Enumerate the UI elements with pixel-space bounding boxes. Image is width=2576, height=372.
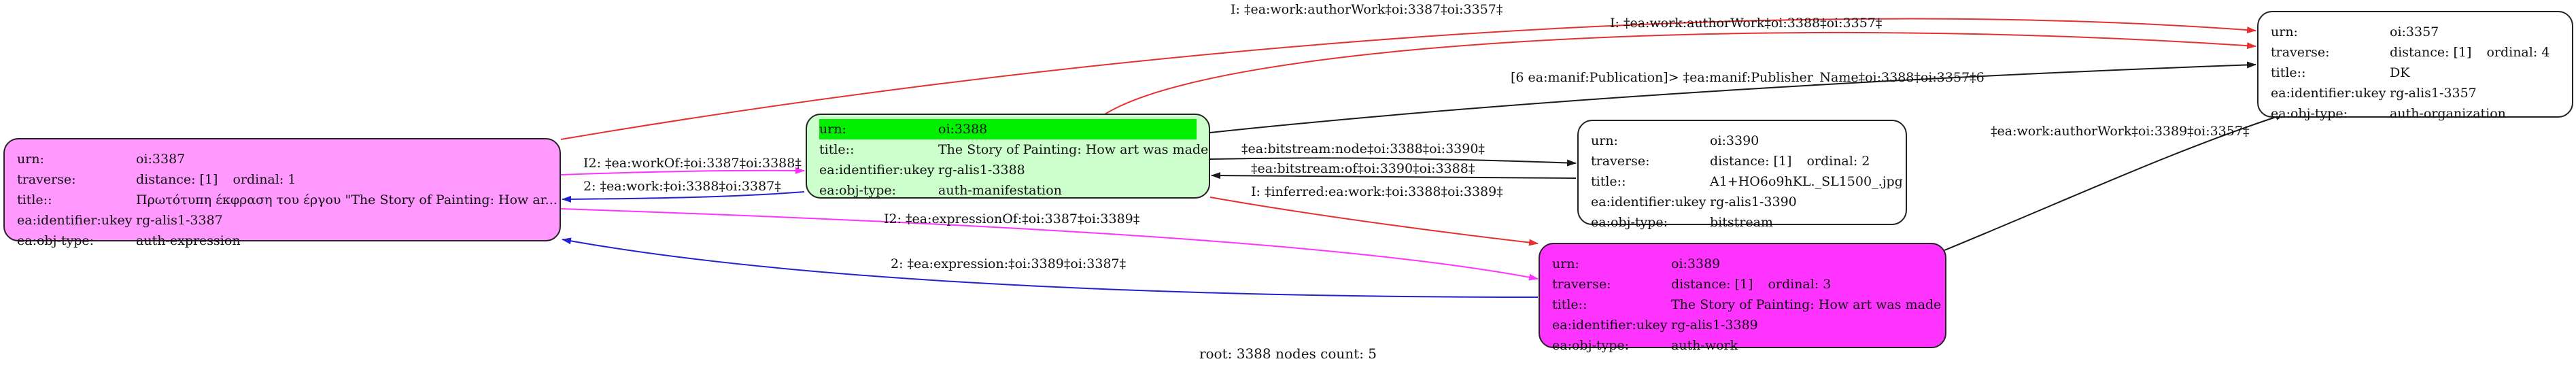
edge-work-3388-3387 (562, 191, 805, 203)
field-value: The Story of Painting: How art was made (1671, 297, 1942, 312)
field-value: auth-organization (2390, 106, 2506, 121)
edge-label-author-3387-3357: I: ‡ea:work:authorWork‡oi:3387‡oi:3357‡ (1231, 2, 1502, 17)
edge-publisher-3388-3357 (1209, 61, 2256, 133)
edge-workof-3387-3388 (560, 167, 805, 175)
field-key: urn: (17, 152, 44, 167)
field-key: title:: (819, 142, 855, 157)
field-key: ea:identifier:ukey (819, 163, 935, 177)
edge-expressionof-3387-3389 (560, 208, 1539, 281)
distance-value: distance: [1] (1671, 277, 1753, 292)
ordinal-value: ordinal: 2 (1806, 154, 1870, 169)
field-key: ea:identifier:ukey (1591, 195, 1706, 209)
field-key: ea:obj-type: (1552, 338, 1630, 353)
edge-label-inferred-work: I: ‡inferred:ea:work:‡oi:3388‡oi:3389‡ (1251, 184, 1503, 199)
field-key: ea:identifier:ukey (2271, 86, 2386, 101)
edge-author-3387-3357 (560, 18, 2256, 140)
edge-inferred-work-3388-3389 (1209, 197, 1539, 246)
field-key: title:: (2271, 65, 2306, 80)
field-key: traverse: (1591, 154, 1650, 169)
edge-label-workof-3387-3388: I2: ‡ea:workOf:‡oi:3387‡oi:3388‡ (583, 156, 802, 171)
field-value: rg-alis1-3389 (1671, 318, 1758, 333)
field-key: urn: (819, 122, 846, 137)
field-value: distance: [1] ordinal: 4 (2390, 42, 2560, 63)
field-key: ea:obj-type: (1591, 215, 1668, 230)
field-value: The Story of Painting: How art was made (938, 142, 1209, 157)
field-key: ea:obj-type: (17, 233, 95, 248)
field-value: A1+HO6o9hKL._SL1500_.jpg (1710, 174, 1903, 189)
ordinal-value: ordinal: 4 (2486, 45, 2550, 60)
field-key: urn: (1552, 256, 1579, 271)
node-bitstream-3390[interactable]: urn: oi:3390 traverse: distance: [1] ordina… (1577, 120, 1907, 230)
edge-author-3388-3357 (1104, 31, 2256, 115)
field-value: rg-alis1-3357 (2390, 86, 2477, 101)
edge-label-author-3388-3357: I: ‡ea:work:authorWork‡oi:3388‡oi:3357‡ (1610, 16, 1882, 31)
field-value: rg-alis1-3388 (938, 163, 1025, 177)
distance-value: distance: [1] (136, 172, 218, 187)
node-manifestation-3388[interactable]: urn: oi:3388 title::The Story of Painting… (806, 114, 1210, 199)
ordinal-value: ordinal: 3 (1768, 277, 1832, 292)
edge-label-author-3389-3357: ‡ea:work:authorWork‡oi:3389‡oi:3357‡ (1991, 124, 2249, 139)
field-key: ea:obj-type: (2271, 106, 2348, 121)
edge-label-publisher-3388-3357: [6 ea:manif:Publication]> ‡ea:manif:Publ… (1511, 70, 1985, 85)
node-organization-3357[interactable]: urn: oi:3357 traverse: distance: [1] ordina… (2257, 11, 2573, 121)
field-value: oi:3388 (938, 122, 988, 137)
edge-bitstream-of-3390-3388 (1211, 172, 1577, 180)
field-value: DK (2390, 65, 2410, 80)
edge-bitstream-node-3388-3390 (1209, 157, 1577, 167)
field-value: auth-expression (136, 233, 241, 248)
field-value: distance: [1] ordinal: 2 (1710, 151, 1893, 171)
field-value: auth-manifestation (938, 183, 1062, 198)
field-value: rg-alis1-3387 (136, 213, 223, 228)
field-value: distance: [1] ordinal: 1 (136, 169, 547, 190)
ordinal-value: ordinal: 1 (233, 172, 296, 187)
edge-label-expressionof: I2: ‡ea:expressionOf:‡oi:3387‡oi:3389‡ (884, 212, 1139, 226)
field-key: ea:identifier:ukey (1552, 318, 1668, 333)
node-expression-3387[interactable]: urn: oi:3387 traverse: distance: [1] ordina… (3, 138, 561, 248)
distance-value: distance: [1] (2390, 45, 2472, 60)
field-key: traverse: (2271, 45, 2330, 60)
edge-label-bitstream-of: ‡ea:bitstream:of‡oi:3390‡oi:3388‡ (1251, 161, 1475, 176)
field-value: oi:3357 (2390, 24, 2439, 39)
field-key: title:: (1591, 174, 1626, 189)
field-value: auth-work (1671, 338, 1738, 353)
field-key: ea:identifier:ukey (17, 213, 133, 228)
graph-caption: root: 3388 nodes count: 5 (1199, 345, 1377, 362)
edge-label-work-3388-3387: 2: ‡ea:work:‡oi:3388‡oi:3387‡ (583, 179, 781, 194)
field-value: oi:3387 (136, 152, 186, 167)
field-key: traverse: (17, 172, 76, 187)
field-key: ea:obj-type: (819, 183, 897, 198)
field-key: title:: (1552, 297, 1587, 312)
field-key: urn: (1591, 133, 1618, 148)
edge-label-expression: 2: ‡ea:expression:‡oi:3389‡oi:3387‡ (891, 256, 1126, 271)
field-key: title:: (17, 192, 52, 207)
distance-value: distance: [1] (1710, 154, 1792, 169)
header-row: urn: oi:3388 (819, 119, 1197, 139)
edge-author-3389-3357 (1944, 114, 2285, 251)
field-value: distance: [1] ordinal: 3 (1671, 274, 1933, 294)
field-value: rg-alis1-3390 (1710, 195, 1797, 209)
edge-label-bitstream-node: ‡ea:bitstream:node‡oi:3388‡oi:3390‡ (1241, 141, 1485, 156)
edges: I: ‡ea:work:authorWork‡oi:3387‡oi:3357‡ … (560, 2, 2285, 298)
edge-expression-3389-3387 (562, 237, 1539, 298)
field-key: urn: (2271, 24, 2298, 39)
field-value: oi:3390 (1710, 133, 1759, 148)
field-value: Πρωτότυπη έκφραση του έργου "The Story o… (136, 192, 557, 207)
field-value: oi:3389 (1671, 256, 1721, 271)
node-work-3389[interactable]: urn: oi:3389 traverse: distance: [1] ordina… (1539, 243, 1946, 353)
field-key: traverse: (1552, 277, 1611, 292)
field-value: bitstream (1710, 215, 1773, 230)
